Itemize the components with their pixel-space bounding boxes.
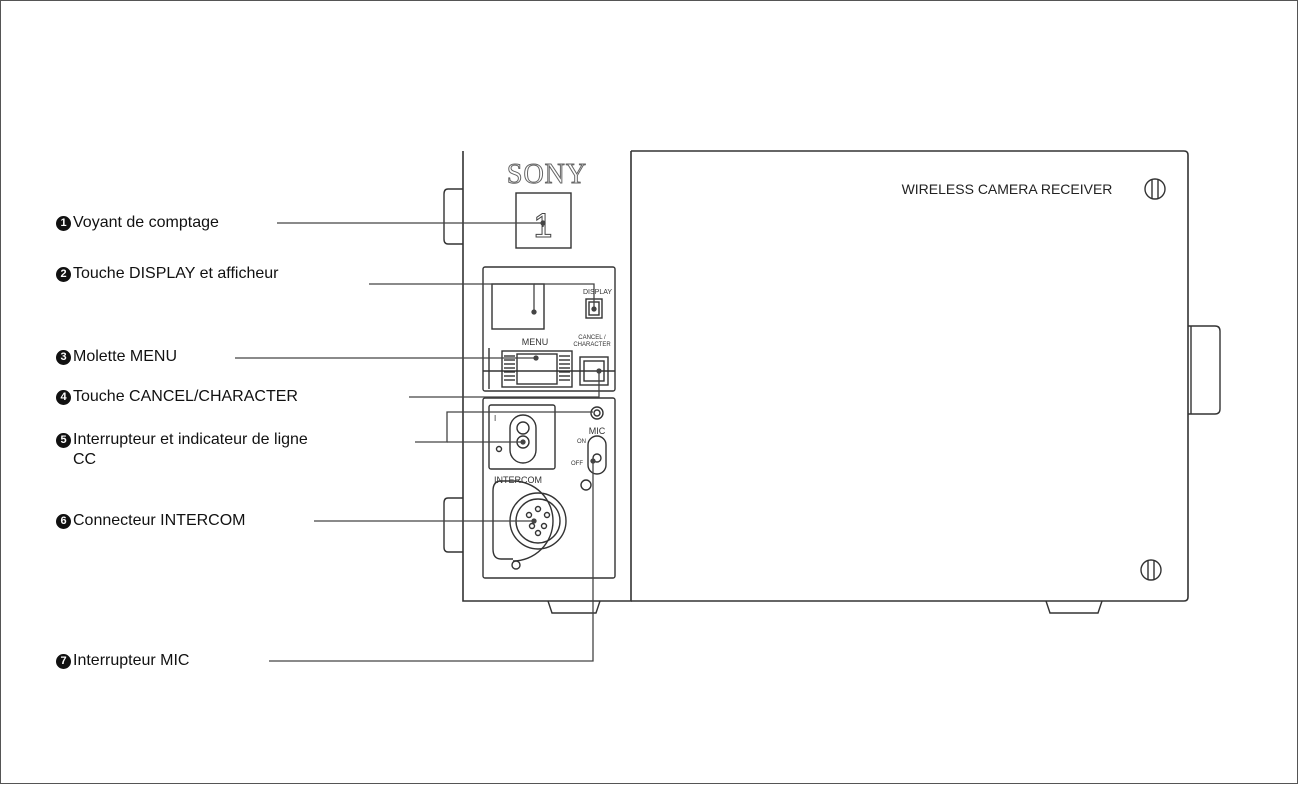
line-indicator — [590, 406, 604, 420]
callout-text-3: Molette MENU — [73, 348, 178, 365]
screw-top — [1144, 178, 1166, 200]
display-label: DISPLAY — [583, 289, 612, 296]
intercom-connector[interactable] — [492, 479, 592, 570]
mic-on-label: ON — [577, 439, 586, 445]
cancel-label-line1: CANCEL / — [578, 335, 606, 341]
right-connector — [1188, 325, 1221, 415]
control-section — [482, 266, 616, 392]
counter-indicator — [515, 192, 572, 249]
callout-text-6: Connecteur INTERCOM — [73, 512, 246, 529]
callout-text-2: Touche DISPLAY et afficheur — [73, 265, 279, 282]
cancel-label-line2: CHARACTER — [573, 342, 611, 348]
intercom-label: INTERCOM — [494, 475, 542, 485]
callout-number-3: 3 — [56, 350, 71, 365]
model-label: WIRELESS CAMERA RECEIVER — [902, 181, 1113, 197]
callout-text-7: Interrupteur MIC — [73, 652, 190, 669]
brand-logo: SONY — [507, 159, 587, 190]
menu-dial[interactable] — [501, 350, 573, 388]
front-panel — [462, 151, 632, 602]
mic-switch[interactable] — [587, 435, 607, 475]
callout-number-2: 2 — [56, 267, 71, 282]
callout-number-5: 5 — [56, 433, 71, 448]
mic-off-label: OFF — [571, 461, 583, 467]
menu-label: MENU — [522, 337, 549, 347]
callout-text-5: Interrupteur et indicateur de ligne — [73, 431, 308, 448]
left-bumper-bottom — [443, 497, 463, 553]
callout-text-5-line2: CC — [73, 451, 97, 468]
leader-lines — [235, 220, 602, 662]
foot-right — [1045, 600, 1103, 614]
line-switch-recess — [488, 404, 556, 470]
main-body — [631, 150, 1189, 602]
left-bumper-top — [443, 188, 463, 245]
counter-digit: 1 — [534, 207, 553, 245]
foot-left — [547, 600, 601, 614]
line-intercom-section — [482, 397, 616, 579]
callout-number-6: 6 — [56, 514, 71, 529]
mic-label: MIC — [589, 426, 606, 436]
screw-bottom — [1140, 559, 1162, 581]
callout-number-7: 7 — [56, 654, 71, 669]
callout-number-1: 1 — [56, 216, 71, 231]
callout-text-1: Voyant de comptage — [73, 214, 219, 231]
line-switch[interactable] — [509, 414, 537, 464]
cancel-character-button[interactable] — [579, 356, 609, 386]
callout-number-4: 4 — [56, 390, 71, 405]
line-on-mark: I — [494, 414, 496, 423]
callout-text-4: Touche CANCEL/CHARACTER — [73, 388, 298, 405]
display-screen — [491, 283, 545, 330]
